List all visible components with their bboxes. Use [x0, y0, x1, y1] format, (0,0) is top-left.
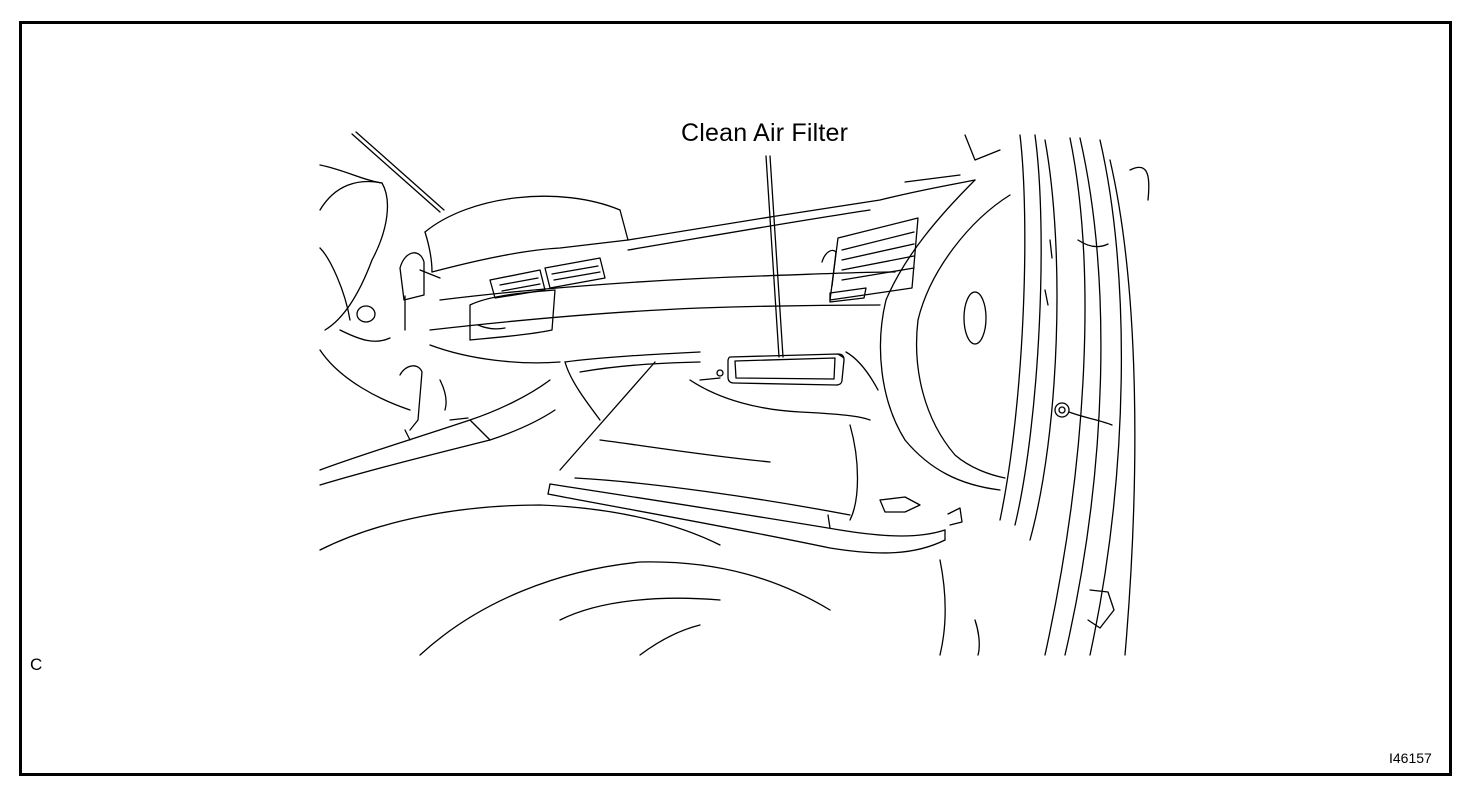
callout-leader [765, 155, 784, 358]
right-vent [821, 217, 919, 303]
a-pillar [999, 134, 1150, 656]
instrument-cluster-hood [419, 195, 629, 279]
callout-label: Clean Air Filter [681, 119, 849, 147]
seat-outline [319, 504, 980, 656]
clean-air-filter [727, 353, 845, 386]
diagram-frame [19, 21, 1452, 776]
door-latch [1087, 589, 1115, 629]
glove-box-door [547, 361, 963, 554]
corner-letter: C [30, 655, 43, 674]
glove-box-opening [564, 351, 879, 421]
figure-id: I46157 [1389, 750, 1432, 766]
door-bolt [1054, 402, 1113, 426]
dashboard-top [429, 174, 976, 364]
steering-wheel [319, 131, 445, 411]
center-vents [469, 257, 606, 341]
dash-end-panel [879, 134, 1011, 491]
center-console [319, 365, 556, 486]
